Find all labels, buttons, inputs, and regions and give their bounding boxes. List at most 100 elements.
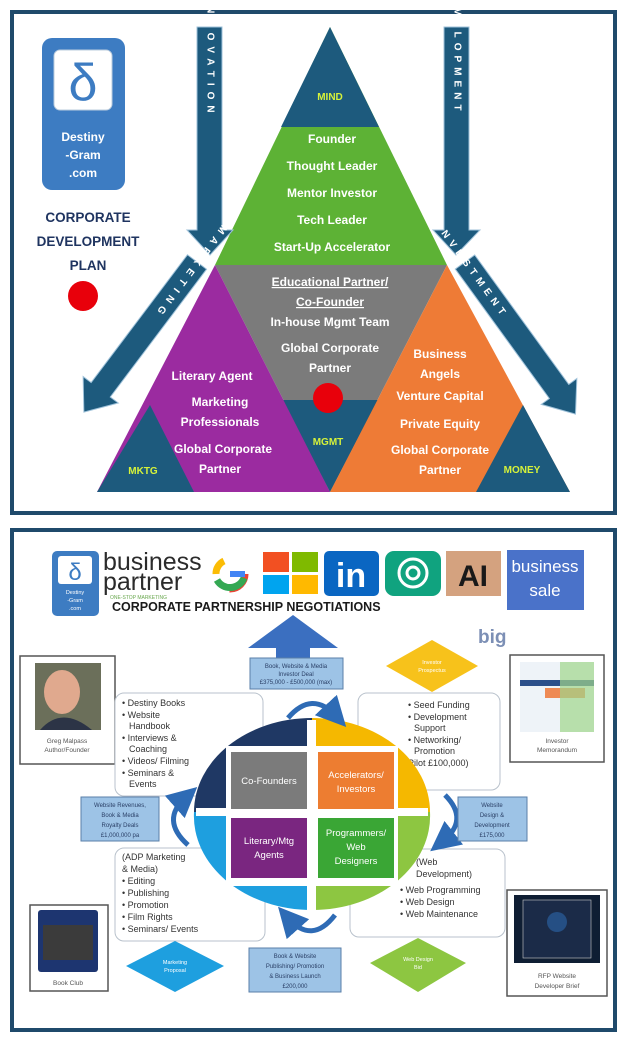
negotiations-title: CORPORATE PARTNERSHIP NEGOTIATIONS	[112, 600, 381, 614]
mind-item: Mentor Investor	[287, 186, 377, 200]
box-text: Publishing/ Promotion	[266, 964, 324, 970]
box-text: Book & Website	[274, 954, 317, 960]
list-item: (Web	[416, 857, 437, 867]
list-item: • Web Programming	[400, 885, 481, 895]
lower-left-list: (ADP Marketing & Media) • Editing • Publ…	[122, 852, 199, 934]
partnership-circle: Co-Founders Accelerators/ Investors Lite…	[193, 718, 431, 911]
list-item: Coaching	[129, 744, 167, 754]
innovation-label: INNOVATION	[205, 0, 216, 119]
corporate-development-plan-panel: δ Destiny -Gram .com CORPORATE DEVELOPME…	[10, 0, 617, 515]
box-text: Design &	[480, 813, 504, 819]
list-item: (ADP Marketing	[122, 852, 185, 862]
logo-symbol: δ	[68, 559, 81, 586]
list-item: • Seed Funding	[408, 700, 470, 710]
business-sale-text: business	[511, 557, 578, 576]
mgmt-triangle	[215, 265, 447, 492]
founder-face	[44, 670, 80, 714]
linkedin-text: in	[336, 557, 366, 595]
cycle-arrow-icon	[286, 694, 347, 728]
plan-title: PLAN	[70, 258, 107, 273]
book-club-card: Book Club	[29, 904, 109, 992]
book-club-caption: Book Club	[53, 980, 83, 987]
openai-logo	[385, 551, 441, 596]
cycle-arrow-icon	[278, 906, 337, 940]
diamond-text: Bid	[414, 965, 422, 971]
right-list: • Seed Funding • Development Support • N…	[405, 700, 470, 768]
accelerators-quadrant	[318, 752, 394, 809]
money-apex	[476, 405, 570, 492]
plan-title: CORPORATE	[45, 210, 130, 225]
business-sale-text: sale	[529, 581, 560, 600]
agents-quadrant	[231, 818, 307, 878]
list-item: • Videos/ Filming	[122, 756, 189, 766]
co-founders-quadrant	[231, 752, 307, 809]
big-logo: big	[478, 627, 507, 648]
money-item: Business	[413, 347, 467, 361]
box-text: £1,000,000 pa	[101, 833, 140, 839]
logo-text: .com	[69, 166, 97, 180]
tagline: ONE-STOP MARKETING	[110, 595, 167, 601]
list-item: • Networking/	[408, 735, 462, 745]
royalty-box	[80, 796, 160, 842]
list-item: Promotion	[414, 746, 455, 756]
memo-caption: Investor	[545, 738, 569, 745]
business-partner-brand: business	[103, 548, 202, 576]
innovation-arrow: INNOVATION	[185, 0, 235, 256]
mgmt-item: Global Corporate	[281, 341, 379, 355]
quadrant-label: Programmers/	[326, 828, 387, 839]
diamond-text: Marketing	[163, 960, 187, 966]
business-sale-logo: business sale	[507, 550, 584, 610]
diamond-text: Web Design	[403, 957, 433, 963]
list-item: & Media)	[122, 864, 158, 874]
money-item: Global Corporate	[391, 443, 489, 457]
box-text: £175,000	[479, 833, 505, 839]
list-item: • Development	[408, 712, 467, 722]
microsoft-logo	[263, 552, 318, 594]
mgmt-item: Co-Founder	[296, 295, 364, 309]
list-item: (Pilot £100,000)	[405, 758, 469, 768]
red-dot	[68, 281, 98, 311]
business-partner-brand: partner	[103, 568, 182, 596]
mktg-item: Marketing	[192, 395, 249, 409]
mktg-item: Global Corporate	[174, 442, 272, 456]
anthropic-text: AI	[458, 560, 488, 593]
quadrant-label: Designers	[335, 856, 378, 867]
mgmt-label: MGMT	[313, 437, 344, 448]
box-text: £200,000	[282, 984, 308, 990]
founder-caption: Author/Founder	[44, 747, 90, 754]
marketing-diamond	[126, 941, 224, 992]
mktg-label: MKTG	[128, 466, 158, 477]
destiny-gram-logo: δ Destiny -Gram .com	[42, 38, 125, 190]
partnership-negotiations-panel: δ Destiny -Gram .com business partner ON…	[10, 528, 617, 1032]
list-item: • Publishing	[122, 888, 169, 898]
mind-apex	[281, 27, 379, 127]
quadrant-label: Agents	[254, 850, 284, 861]
google-logo	[211, 555, 249, 593]
box-text: £375,000 - £500,000 (max)	[260, 680, 332, 686]
programmers-quadrant	[318, 818, 394, 878]
quadrant-label: Investors	[337, 784, 376, 795]
logo-text: Destiny	[66, 590, 85, 596]
logo-text: Destiny	[61, 130, 105, 144]
diamond-text: Proposal	[164, 968, 186, 974]
plan-title: DEVELOPMENT	[37, 234, 141, 249]
cycle-arrow-icon	[430, 793, 464, 852]
mgmt-apex	[282, 400, 378, 492]
rfp-caption: RFP Website	[538, 973, 576, 980]
box-text: Book & Media	[101, 813, 139, 819]
quadrant-label: Web	[346, 842, 365, 853]
mind-triangle	[215, 27, 447, 265]
quadrant-label: Literary/Mtg	[244, 836, 294, 847]
development-label: DEVELOPMENT	[452, 0, 463, 116]
investor-diamond	[386, 640, 478, 692]
box-text: Development	[474, 823, 510, 829]
mind-label: MIND	[317, 92, 343, 103]
logo-text: -Gram	[65, 148, 100, 162]
list-item: Events	[129, 779, 157, 789]
mktg-apex	[97, 405, 194, 492]
rfp-brief-card: RFP Website Developer Brief	[506, 889, 608, 997]
list-item: • Interviews &	[122, 733, 177, 743]
logo-text: .com	[69, 606, 81, 612]
mktg-item: Professionals	[181, 415, 260, 429]
mind-item: Thought Leader	[287, 159, 378, 173]
